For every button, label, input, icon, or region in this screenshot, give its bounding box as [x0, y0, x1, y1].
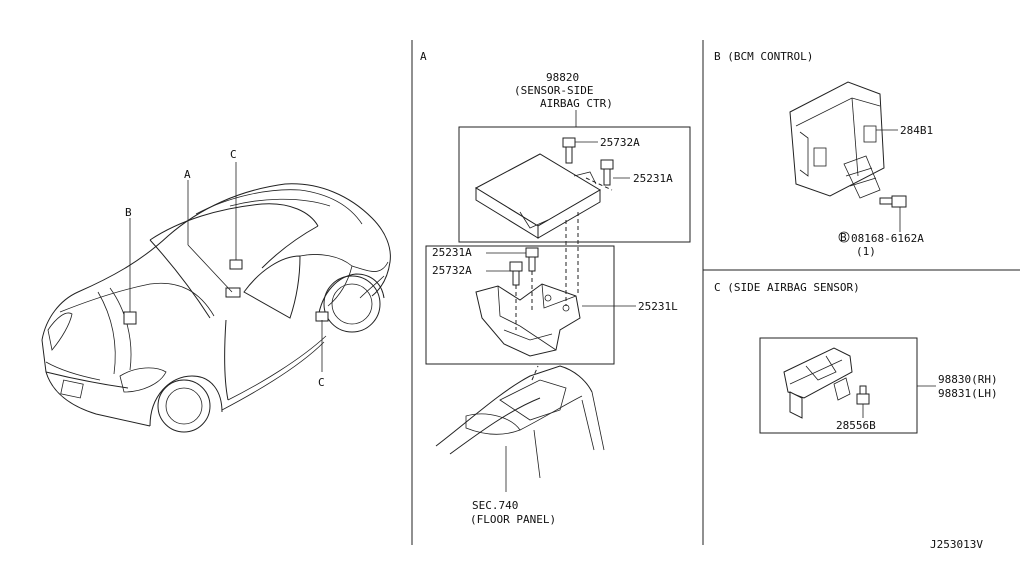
part-98820-line2: AIRBAG CTR)	[540, 97, 613, 110]
part-98820-line1: (SENSOR-SIDE	[514, 84, 593, 97]
bolt-note-circle	[838, 231, 850, 243]
floor-ref-line2: (FLOOR PANEL)	[470, 513, 556, 526]
bolt-25231a-lower-icon	[525, 247, 539, 272]
part-284b1: 284B1	[900, 124, 933, 137]
part-25231l: 25231L	[638, 300, 678, 313]
part-25231a-upper: 25231A	[633, 172, 673, 185]
side-airbag-sensor-unit	[783, 347, 853, 419]
part-08168-6162a: 08168-6162A	[851, 232, 924, 245]
side-sensor-box	[759, 337, 918, 434]
sensor-ctr-box	[458, 126, 691, 243]
part-25231a-lower: 25231A	[432, 246, 472, 259]
bcm-bolt-icon	[879, 195, 907, 208]
bracket-box	[425, 245, 615, 365]
bolt-note-circle-letter: B	[840, 231, 847, 244]
part-98830-rh: 98830(RH)	[938, 373, 998, 386]
car-illustration	[41, 162, 391, 433]
floor-panel	[435, 365, 605, 455]
bolt-25732a-lower-icon	[509, 261, 523, 286]
callout-a: A	[184, 168, 191, 181]
part-28556b: 28556B	[836, 419, 876, 432]
section-a-letter: A	[420, 50, 427, 63]
side-sensor-marker-bottom	[315, 311, 329, 322]
section-c-header: C (SIDE AIRBAG SENSOR)	[714, 281, 860, 294]
callout-c-top: C	[230, 148, 237, 161]
section-b-header: B (BCM CONTROL)	[714, 50, 813, 63]
bcm-unit	[789, 81, 885, 199]
part-08168-6162a-qty: (1)	[856, 245, 876, 258]
part-98831-lh: 98831(LH)	[938, 387, 998, 400]
callout-c-bottom: C	[318, 376, 325, 389]
center-sensor-marker	[225, 287, 241, 298]
callout-b: B	[125, 206, 132, 219]
diagram-id: J253013V	[930, 538, 983, 551]
bcm-location-marker	[123, 311, 137, 325]
part-98820-number: 98820	[546, 71, 579, 84]
part-25732a-lower: 25732A	[432, 264, 472, 277]
bolt-25732a-upper-icon	[562, 137, 576, 164]
bolt-25231a-upper-icon	[600, 159, 614, 186]
side-sensor-marker-top	[229, 259, 243, 270]
floor-ref-line1: SEC.740	[472, 499, 518, 512]
bracket-25231l	[475, 283, 581, 357]
part-25732a-upper: 25732A	[600, 136, 640, 149]
airbag-sensor-ctr-unit	[474, 153, 601, 239]
side-sensor-bolt-icon	[856, 385, 870, 405]
